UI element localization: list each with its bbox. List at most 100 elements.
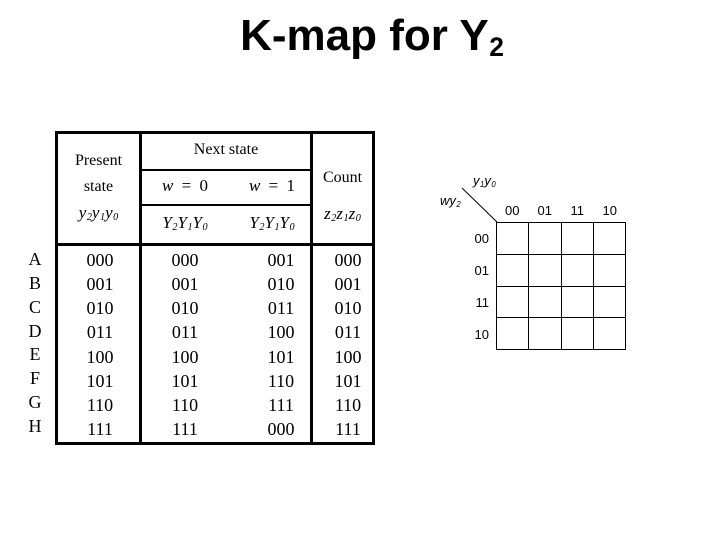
present-value: 000	[86, 249, 114, 270]
kmap-cell	[497, 318, 529, 349]
w1-vars: Y2Y1Y0	[249, 213, 295, 234]
next-w0-value: 010	[171, 298, 199, 319]
present-state-vars: y2y1y0	[78, 203, 119, 224]
kmap-column-vars-label: y1y0	[473, 173, 496, 189]
next-state-header-divider	[142, 169, 310, 171]
table-header-divider	[58, 243, 372, 246]
state-letter: D	[28, 320, 42, 341]
next-w0-value: 011	[171, 322, 199, 343]
kmap-cell	[593, 286, 625, 318]
kmap-diagonal-line	[461, 187, 498, 223]
state-table-row: 111 111 000 111	[58, 418, 372, 442]
kmap-cell	[497, 223, 529, 254]
next-w1-value: 100	[267, 322, 295, 343]
state-letter: G	[28, 391, 42, 412]
state-table-row: 110 110 111 110	[58, 394, 372, 418]
kmap-cell	[497, 286, 529, 318]
kmap-cell	[561, 286, 593, 318]
state-table-row: 000 000 001 000	[58, 248, 372, 272]
next-w0-value: 111	[172, 419, 198, 440]
kmap-cell	[593, 318, 625, 349]
next-w1-value: 000	[267, 419, 295, 440]
table-vertical-divider	[310, 134, 313, 442]
state-letter: H	[28, 415, 42, 436]
present-value: 110	[86, 395, 114, 416]
next-w1-value: 110	[267, 370, 295, 391]
present-value: 011	[86, 322, 114, 343]
kmap-cell	[593, 254, 625, 286]
w-value-header-row: w = 0 w = 1	[142, 175, 310, 197]
slide-title: K-map for Y2	[240, 11, 504, 62]
count-value: 001	[334, 273, 362, 294]
kmap-cell	[561, 223, 593, 254]
count-vars: z2z1z0	[324, 204, 361, 225]
kmap-row-label: 11	[475, 294, 490, 310]
kmap-cell	[529, 223, 561, 254]
kmap-column-label: 10	[602, 203, 617, 218]
state-table-body: 000 000 001 000 001 001 010 001 010 010 …	[58, 248, 372, 442]
next-state-header: Next state	[193, 141, 259, 158]
kmap-cell	[529, 254, 561, 286]
next-w1-value: 010	[267, 273, 295, 294]
state-table-row: 100 100 101 100	[58, 345, 372, 369]
kmap-column-label: 01	[537, 203, 552, 218]
present-state-header: Present state y2y1y0	[58, 148, 139, 226]
count-value: 111	[335, 419, 361, 440]
present-state-header-line2: state	[83, 178, 114, 195]
next-w0-value: 110	[171, 395, 199, 416]
present-value: 001	[86, 273, 114, 294]
next-w1-value: 101	[267, 346, 295, 367]
kmap-row-label: 10	[474, 326, 489, 342]
state-letter-column: A B C D E F G H	[22, 248, 48, 438]
state-letter: C	[28, 296, 41, 317]
count-value: 110	[334, 395, 362, 416]
count-value: 011	[334, 322, 362, 343]
kmap-column-label: 11	[570, 203, 585, 218]
count-value: 010	[334, 298, 362, 319]
state-letter: B	[28, 273, 41, 294]
kmap-row-labels: 00 01 11 10	[468, 222, 492, 350]
state-letter: A	[28, 249, 42, 270]
kmap-cell	[561, 318, 593, 349]
state-table-row: 001 001 010 001	[58, 272, 372, 296]
kmap-column-labels: 00 01 11 10	[496, 203, 626, 219]
present-state-header-line1: Present	[74, 152, 123, 169]
next-w0-value: 100	[171, 346, 199, 367]
state-table-row: 010 010 011 010	[58, 297, 372, 321]
table-vertical-divider	[139, 134, 142, 442]
present-value: 010	[86, 298, 114, 319]
next-w1-value: 011	[267, 298, 295, 319]
w0-vars: Y2Y1Y0	[162, 213, 208, 234]
w1-header: w = 1	[249, 176, 295, 195]
w-row-divider	[142, 204, 310, 206]
kmap-cell	[529, 286, 561, 318]
state-table-row: 101 101 110 101	[58, 369, 372, 393]
kmap-row-vars-label: wy2	[440, 193, 461, 209]
count-header: Count	[322, 169, 363, 186]
kmap-cell	[593, 223, 625, 254]
count-value: 000	[334, 249, 362, 270]
next-w0-value: 000	[171, 249, 199, 270]
kmap-column-label: 00	[505, 203, 520, 218]
kmap-cell	[529, 318, 561, 349]
kmap-row-label: 01	[474, 262, 489, 278]
next-w1-value: 001	[267, 249, 295, 270]
state-letter: F	[29, 368, 40, 389]
next-w0-value: 101	[171, 370, 199, 391]
state-table: Present state y2y1y0 Next state w = 0 w …	[55, 131, 375, 445]
present-value: 100	[86, 346, 114, 367]
present-value: 101	[86, 370, 114, 391]
next-w0-value: 001	[171, 273, 199, 294]
kmap-grid	[496, 222, 626, 350]
present-value: 111	[87, 419, 113, 440]
kmap-cell	[497, 254, 529, 286]
count-value: 101	[334, 370, 362, 391]
w0-header: w = 0	[162, 176, 208, 195]
kmap-cell	[561, 254, 593, 286]
kmap-row-label: 00	[474, 230, 489, 246]
state-table-row: 011 011 100 011	[58, 321, 372, 345]
count-value: 100	[334, 346, 362, 367]
state-letter: E	[29, 344, 41, 365]
next-state-vars-row: Y2Y1Y0 Y2Y1Y0	[142, 211, 310, 235]
